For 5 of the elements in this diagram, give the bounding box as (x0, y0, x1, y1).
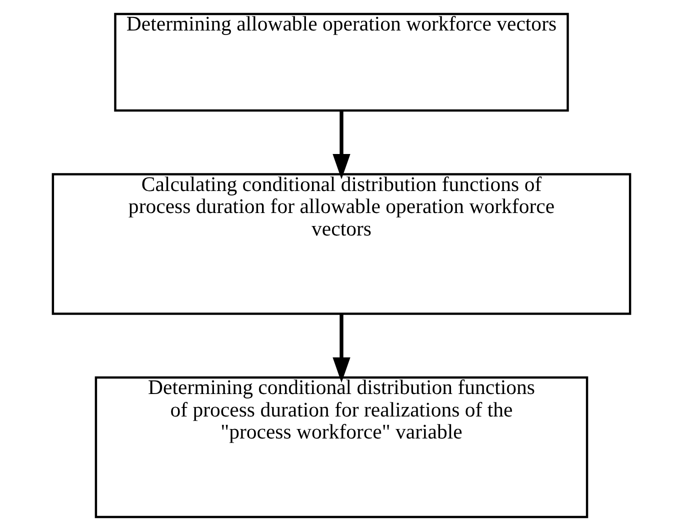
arrow (332, 314, 350, 383)
arrow (332, 110, 350, 180)
node-box: Determining allowable operation workforce vectors (114, 12, 568, 112)
node-box: Determining conditional distribution functions of process duration for realizations of the "process workforce" variable (94, 376, 588, 518)
node-box: Calculating conditional distribution functions of process duration for allowable operation workforce vectors (51, 173, 631, 315)
